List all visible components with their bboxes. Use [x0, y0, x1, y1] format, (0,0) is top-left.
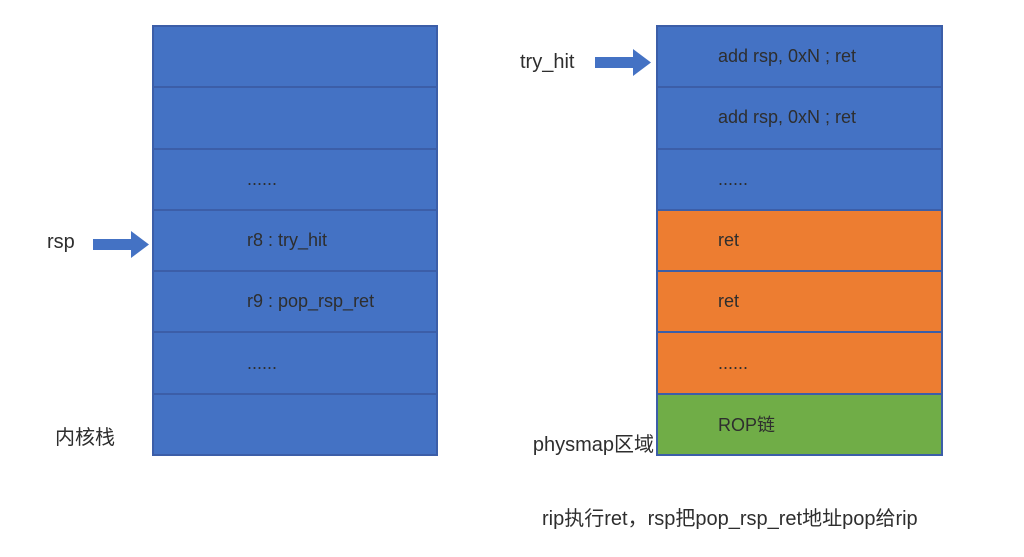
row-text: ret: [718, 229, 740, 250]
kernel-stack-row: [154, 394, 436, 454]
kernel-stack-row: ......: [154, 333, 436, 395]
row-text: add rsp, 0xN ; ret: [718, 46, 857, 67]
row-text: add rsp, 0xN ; ret: [718, 107, 857, 128]
diagram-caption: rip执行ret，rsp把pop_rsp_ret地址pop给rip: [542, 508, 918, 530]
row-text: r8 : try_hit: [247, 229, 328, 250]
try-hit-pointer-label: try_hit: [520, 51, 575, 73]
row-text: ......: [247, 352, 278, 373]
row-text: ......: [718, 168, 749, 189]
kernel-stack-row: ......: [154, 149, 436, 211]
physmap-row-ret: ......: [658, 333, 941, 395]
row-text: ......: [718, 352, 749, 373]
physmap-row-gadget: add rsp, 0xN ; ret: [658, 88, 941, 150]
try-hit-arrow-icon: [595, 49, 651, 76]
kernel-stack-row-rsp-target: r8 : try_hit: [154, 210, 436, 273]
physmap-region-label: physmap区域: [532, 434, 654, 456]
row-text: r9 : pop_rsp_ret: [247, 291, 375, 312]
row-text: ROP链: [718, 415, 776, 436]
physmap-row-rop-chain: ROP链: [658, 394, 941, 454]
kernel-stack-row: [154, 88, 436, 150]
row-text: ......: [247, 168, 278, 189]
kernel-stack-label: 内核栈: [55, 427, 115, 449]
rsp-arrow-icon: [93, 231, 149, 258]
physmap-row-ret: ret: [658, 210, 941, 273]
kernel-stack-row: r9 : pop_rsp_ret: [154, 272, 436, 334]
physmap-stack: add rsp, 0xN ; ret add rsp, 0xN ; ret ..…: [656, 25, 943, 456]
rsp-pointer-label: rsp: [47, 231, 75, 253]
kernel-stack: ...... r8 : try_hit r9 : pop_rsp_ret ...…: [152, 25, 438, 456]
physmap-row-ret: ret: [658, 272, 941, 334]
physmap-row-gadget: ......: [658, 149, 941, 211]
physmap-row-gadget: add rsp, 0xN ; ret: [658, 27, 941, 89]
kernel-stack-row: [154, 27, 436, 89]
row-text: ret: [718, 291, 740, 312]
